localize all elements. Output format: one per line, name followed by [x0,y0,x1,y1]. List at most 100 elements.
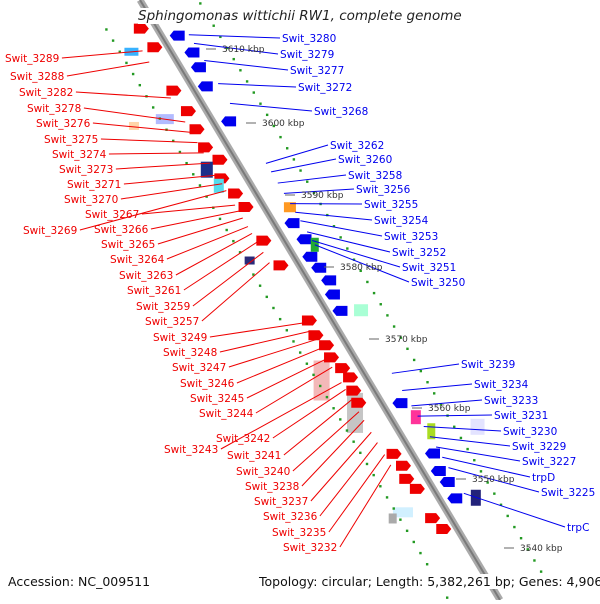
tick-dot [366,281,368,283]
leader-line [392,364,459,373]
tick-dot [233,58,235,60]
forward-gene-arrow [425,513,440,523]
leader-line [402,384,472,390]
tick-dot [199,2,201,4]
gene-label-left: Swit_3245 [190,393,244,405]
forward-gene-arrow [387,449,402,459]
tick-dot [259,285,261,287]
leader-line [93,123,191,132]
gene-label-left: Swit_3282 [19,87,73,99]
map-title: Sphingomonas wittichii RW1, complete gen… [138,8,462,24]
tick-dot [246,80,248,82]
gene-label-left: Swit_3273 [59,164,113,176]
tick-dot [419,552,421,554]
forward-gene-arrow [351,398,366,408]
tick-dot [239,69,241,71]
leader-line [124,175,217,184]
tick-dot [319,385,321,387]
tick-dot [413,359,415,361]
tick-dot [480,470,482,472]
gene-label-left: Swit_3242 [216,433,270,445]
topology-text: Topology: circular; Length: 5,382,261 bp… [259,574,600,589]
tick-dot [279,136,281,138]
tick-dot [286,147,288,149]
reverse-gene-arrow [321,275,336,285]
tick-dot [533,559,535,561]
tick-dot [359,452,361,454]
tick-dot [366,463,368,465]
tick-dot [306,180,308,182]
leader-line [101,139,198,143]
tick-label: 3580 kbp [340,263,383,273]
gene-label-left: Swit_3243 [164,444,218,456]
gene-label-right: Swit_3229 [512,441,566,453]
gene-label-right: Swit_3255 [364,199,418,211]
tick-dot [272,307,274,309]
leader-line [67,62,149,76]
forward-gene-arrow [190,124,205,134]
gene-label-right: Swit_3231 [494,410,548,422]
gene-label-right: Swit_3225 [541,487,595,499]
tick-dot [112,39,114,41]
tick-dot [306,363,308,365]
gene-label-left: Swit_3248 [163,347,217,359]
reverse-gene-arrow [440,477,455,487]
tick-dot [540,570,542,572]
gene-label-left: Swit_3240 [236,466,290,478]
reverse-gene-arrow [170,31,185,41]
gene-label-right: Swit_3258 [348,170,402,182]
tick-label: 3570 kbp [385,335,428,345]
tick-label: 3540 kbp [520,544,563,554]
tick-dot [446,596,448,598]
gene-label-right: Swit_3254 [374,215,429,227]
reverse-gene-arrow [198,81,213,91]
tick-dot [346,429,348,431]
tick-dot [292,340,294,342]
reverse-gene-arrow [184,47,199,57]
tick-dot [506,515,508,517]
gene-label-right: Swit_3227 [522,456,576,468]
gene-label-right: trpC [567,522,589,534]
tick-dot [372,474,374,476]
tick-dot [253,91,255,93]
gene-label-left: Swit_3271 [67,179,121,191]
forward-gene-arrow [147,42,162,52]
tick-dot [293,158,295,160]
gene-label-right: Swit_3256 [356,184,411,196]
tick-dot [426,381,428,383]
forward-gene-arrow [273,260,288,270]
tick-dot [219,218,221,220]
tick-dot [393,325,395,327]
tick-dot [286,329,288,331]
forward-gene-arrow [228,189,243,199]
gene-label-left: Swit_3238 [245,481,299,493]
tick-dot [399,518,401,520]
tick-dot [460,437,462,439]
tick-dot [352,440,354,442]
forward-gene-arrow [319,340,334,350]
leader-line [151,211,239,229]
tick-dot [473,459,475,461]
forward-gene-arrow [212,155,227,165]
gene-label-right: Swit_3268 [314,106,368,118]
leader-line [158,218,243,244]
forward-gene-arrow [399,474,414,484]
tick-dot [332,407,334,409]
gene-label-right: Swit_3260 [338,154,392,166]
tick-label: 3560 kbp [428,404,471,414]
tick-dot [493,492,495,494]
leader-line [189,35,280,38]
gene-label-left: Swit_3244 [199,408,254,420]
gene-label-right: Swit_3253 [384,231,438,243]
tick-dot [520,537,522,539]
tick-dot [379,485,381,487]
reverse-gene-arrow [447,493,462,503]
accession-text: Accession: NC_009511 [8,574,150,589]
gene-block [214,179,224,193]
tick-label: 3600 kbp [262,119,305,129]
leader-line [76,92,171,98]
leader-line [220,331,311,352]
gene-label-left: Swit_3289 [5,53,59,65]
tick-dot [393,507,395,509]
gene-label-left: Swit_3263 [119,270,173,282]
